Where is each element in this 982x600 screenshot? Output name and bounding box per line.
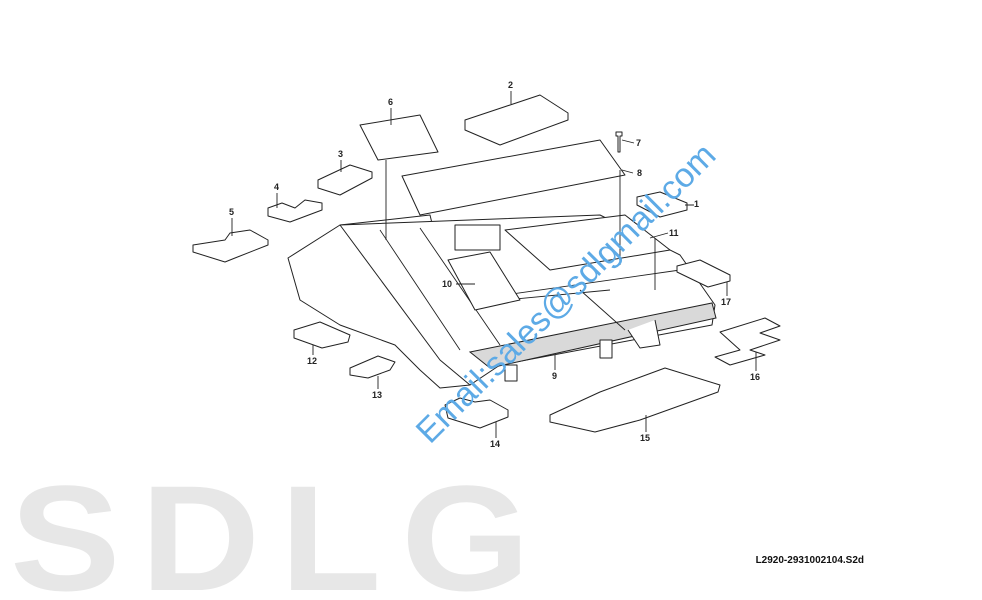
- reference-code: L2920-2931002104.S2d: [755, 555, 864, 566]
- pad-4: [267, 199, 323, 223]
- plate-6: [359, 114, 439, 161]
- plate-11: [504, 214, 671, 271]
- callout-16: 16: [750, 372, 760, 382]
- callout-7: 7: [636, 138, 641, 148]
- pad-2: [464, 94, 569, 146]
- plate-8: [401, 139, 626, 216]
- pad-13: [349, 355, 396, 379]
- pad-16: [714, 317, 781, 366]
- bracket: [599, 339, 613, 359]
- callout-10: 10: [442, 279, 452, 289]
- front-beam: [468, 302, 717, 369]
- leader-lines: [231, 91, 757, 438]
- callout-15: 15: [640, 433, 650, 443]
- frame-rails: [379, 227, 681, 351]
- callout-9: 9: [552, 371, 557, 381]
- callout-5: 5: [229, 207, 234, 217]
- callout-17: 17: [721, 297, 731, 307]
- pad-3: [317, 164, 373, 196]
- bolt-7: [615, 131, 623, 153]
- callout-1: 1: [694, 199, 699, 209]
- callout-6: 6: [388, 97, 393, 107]
- plate-10: [447, 251, 521, 311]
- pad-14: [444, 397, 509, 429]
- callout-11: 11: [669, 228, 679, 238]
- callout-2: 2: [508, 80, 513, 90]
- callout-8: 8: [637, 168, 642, 178]
- callout-4: 4: [274, 182, 279, 192]
- pad-5: [192, 229, 269, 263]
- bracket: [504, 364, 518, 382]
- handle: [627, 319, 661, 349]
- pad-1: [636, 191, 688, 218]
- pad-15: [549, 367, 721, 433]
- callout-14: 14: [490, 439, 500, 449]
- frame-cutout: [454, 224, 501, 251]
- callout-12: 12: [307, 356, 317, 366]
- pad-17: [676, 259, 731, 288]
- pad-12: [293, 321, 351, 349]
- callout-3: 3: [338, 149, 343, 159]
- watermark-logo: SDLG: [10, 454, 550, 600]
- callout-13: 13: [372, 390, 382, 400]
